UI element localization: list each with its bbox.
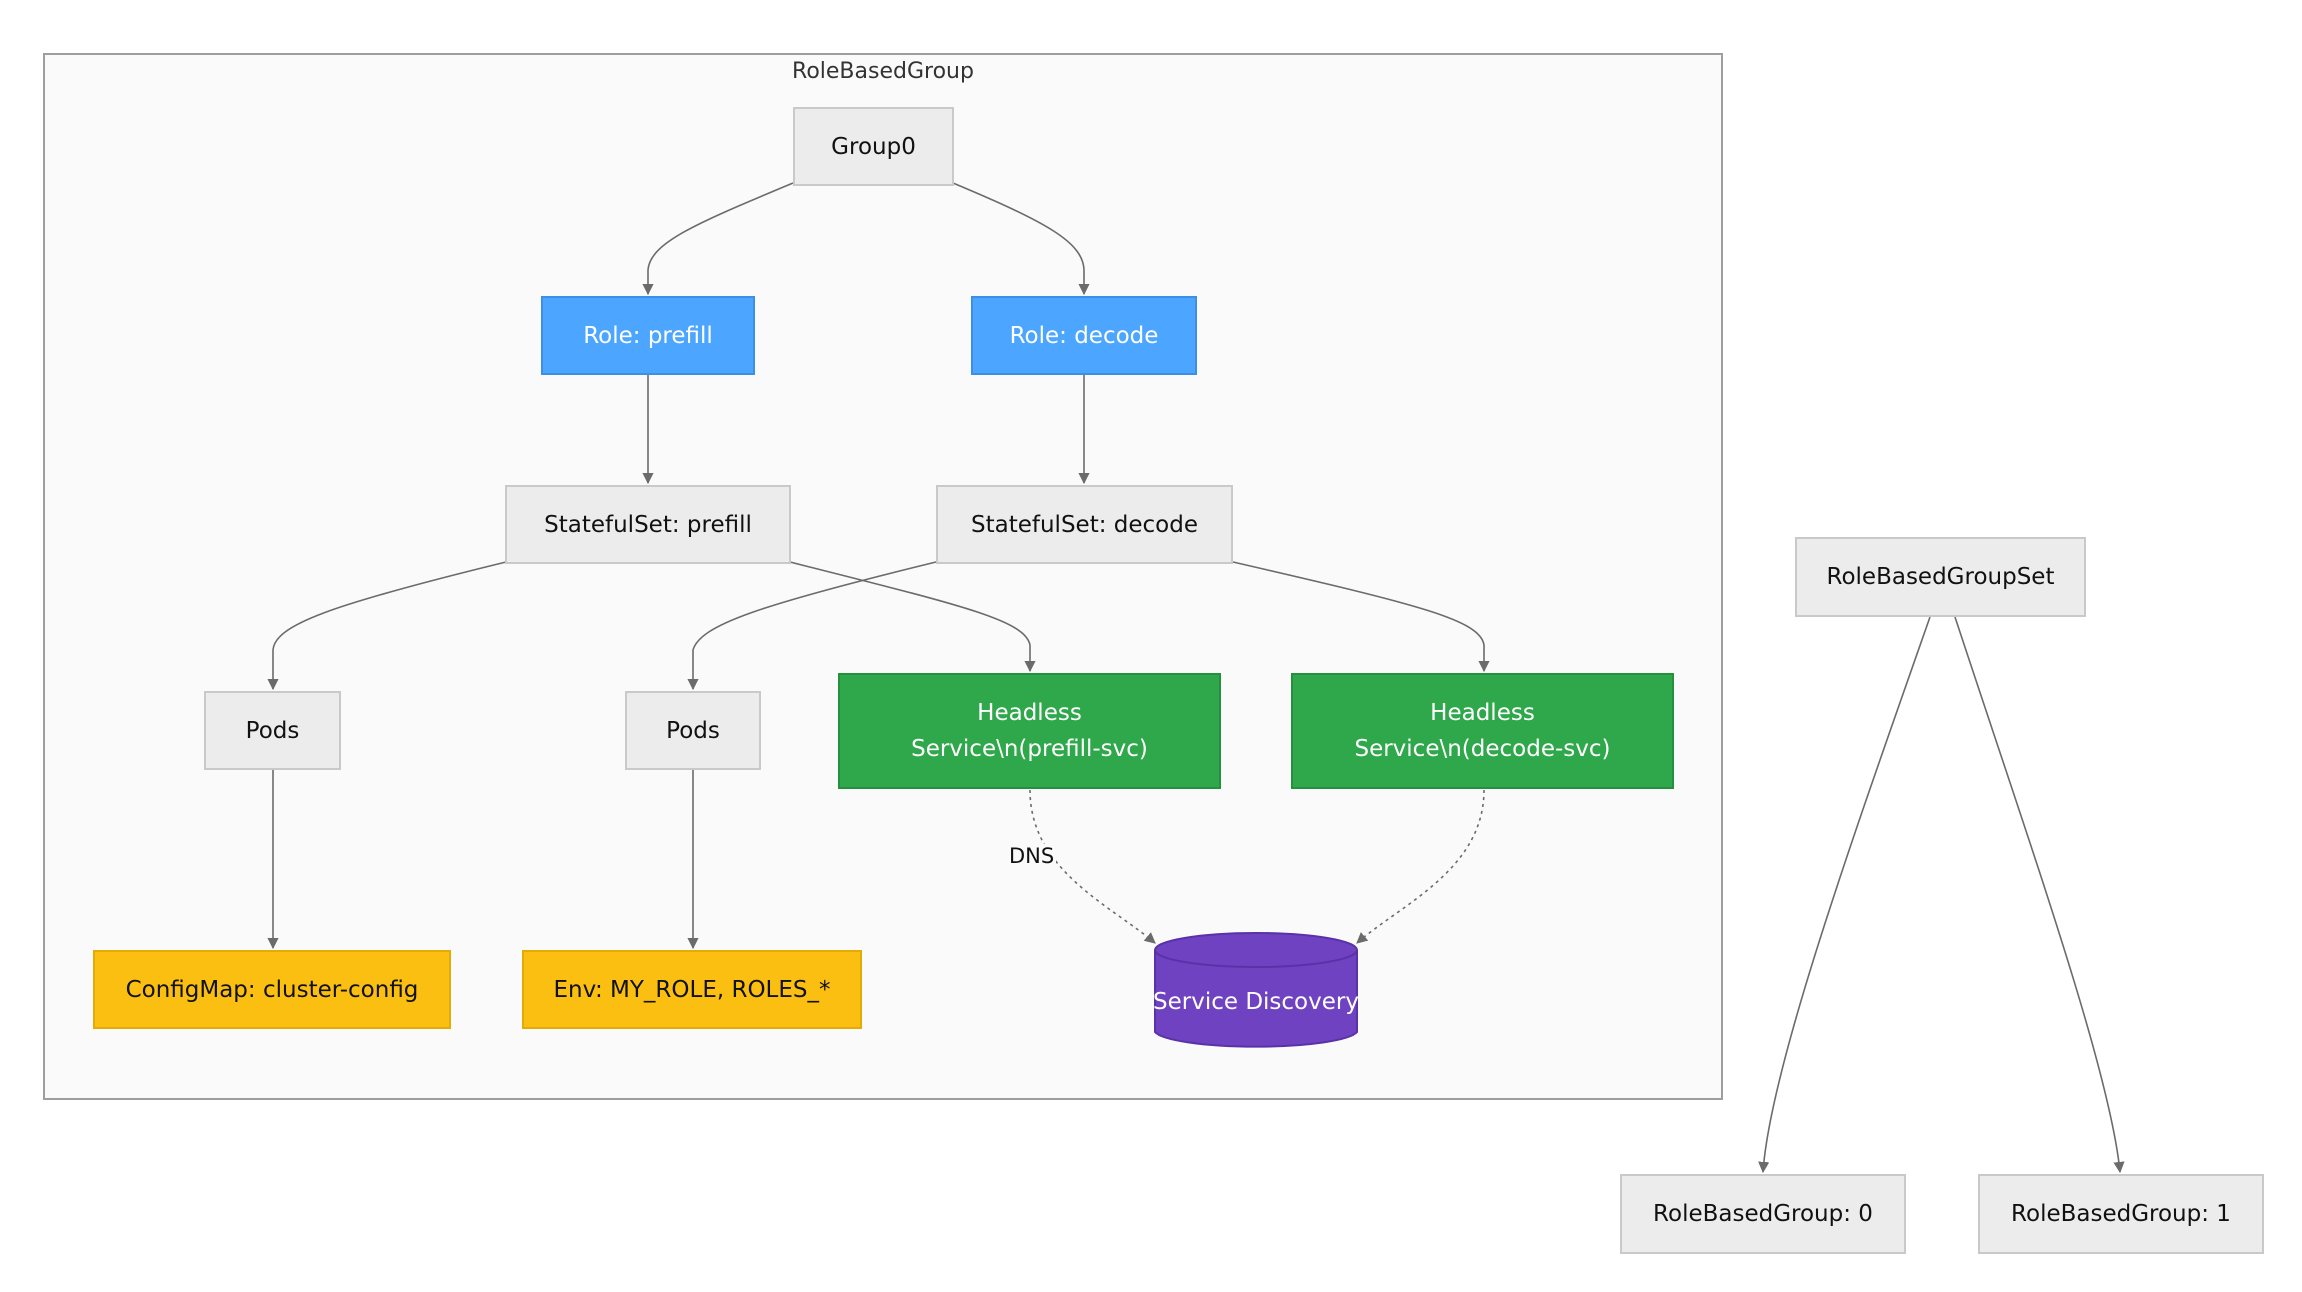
edge-svc-decode-discovery [1356,789,1485,944]
node-statefulset-decode: StatefulSet: decode [936,485,1233,564]
edge-sts-decode-svc [1232,561,1490,673]
edge-sts-prefill-pods [267,561,507,691]
edge-group0-role-prefill [642,182,794,296]
node-role-decode: Role: decode [971,296,1197,375]
node-statefulset-prefill: StatefulSet: prefill [505,485,791,564]
node-service-discovery-label: Service Discovery [1153,989,1359,1015]
edge-svc-prefill-discovery-dns [1029,789,1156,944]
node-rolebasedgroup-1: RoleBasedGroup: 1 [1978,1174,2264,1254]
cluster-rolebasedgroup: RoleBasedGroup [43,53,1723,1100]
edge-sts-decode-pods [687,561,937,691]
service-discovery-cylinder [1154,932,1358,1048]
cluster-title: RoleBasedGroup [792,59,974,84]
node-rolebasedgroupset: RoleBasedGroupSet [1795,537,2086,617]
edge-rbgset-rbg1 [1954,616,2125,1174]
edge-sts-prefill-svc [789,561,1036,673]
edge-rbgset-rbg0 [1758,616,1931,1174]
node-group0: Group0 [793,107,954,186]
node-pods-decode: Pods [625,691,761,770]
node-headless-service-decode: Headless Service\n(decode-svc) [1291,673,1674,789]
node-configmap: ConfigMap: cluster-config [93,950,451,1029]
node-role-prefill: Role: prefill [541,296,755,375]
edge-group0-role-decode [952,182,1090,296]
node-headless-service-prefill: Headless Service\n(prefill-svc) [838,673,1221,789]
node-pods-prefill: Pods [204,691,341,770]
node-env: Env: MY_ROLE, ROLES_* [522,950,862,1029]
edge-label-dns: DNS [1007,844,1057,868]
node-rolebasedgroup-0: RoleBasedGroup: 0 [1620,1174,1906,1254]
